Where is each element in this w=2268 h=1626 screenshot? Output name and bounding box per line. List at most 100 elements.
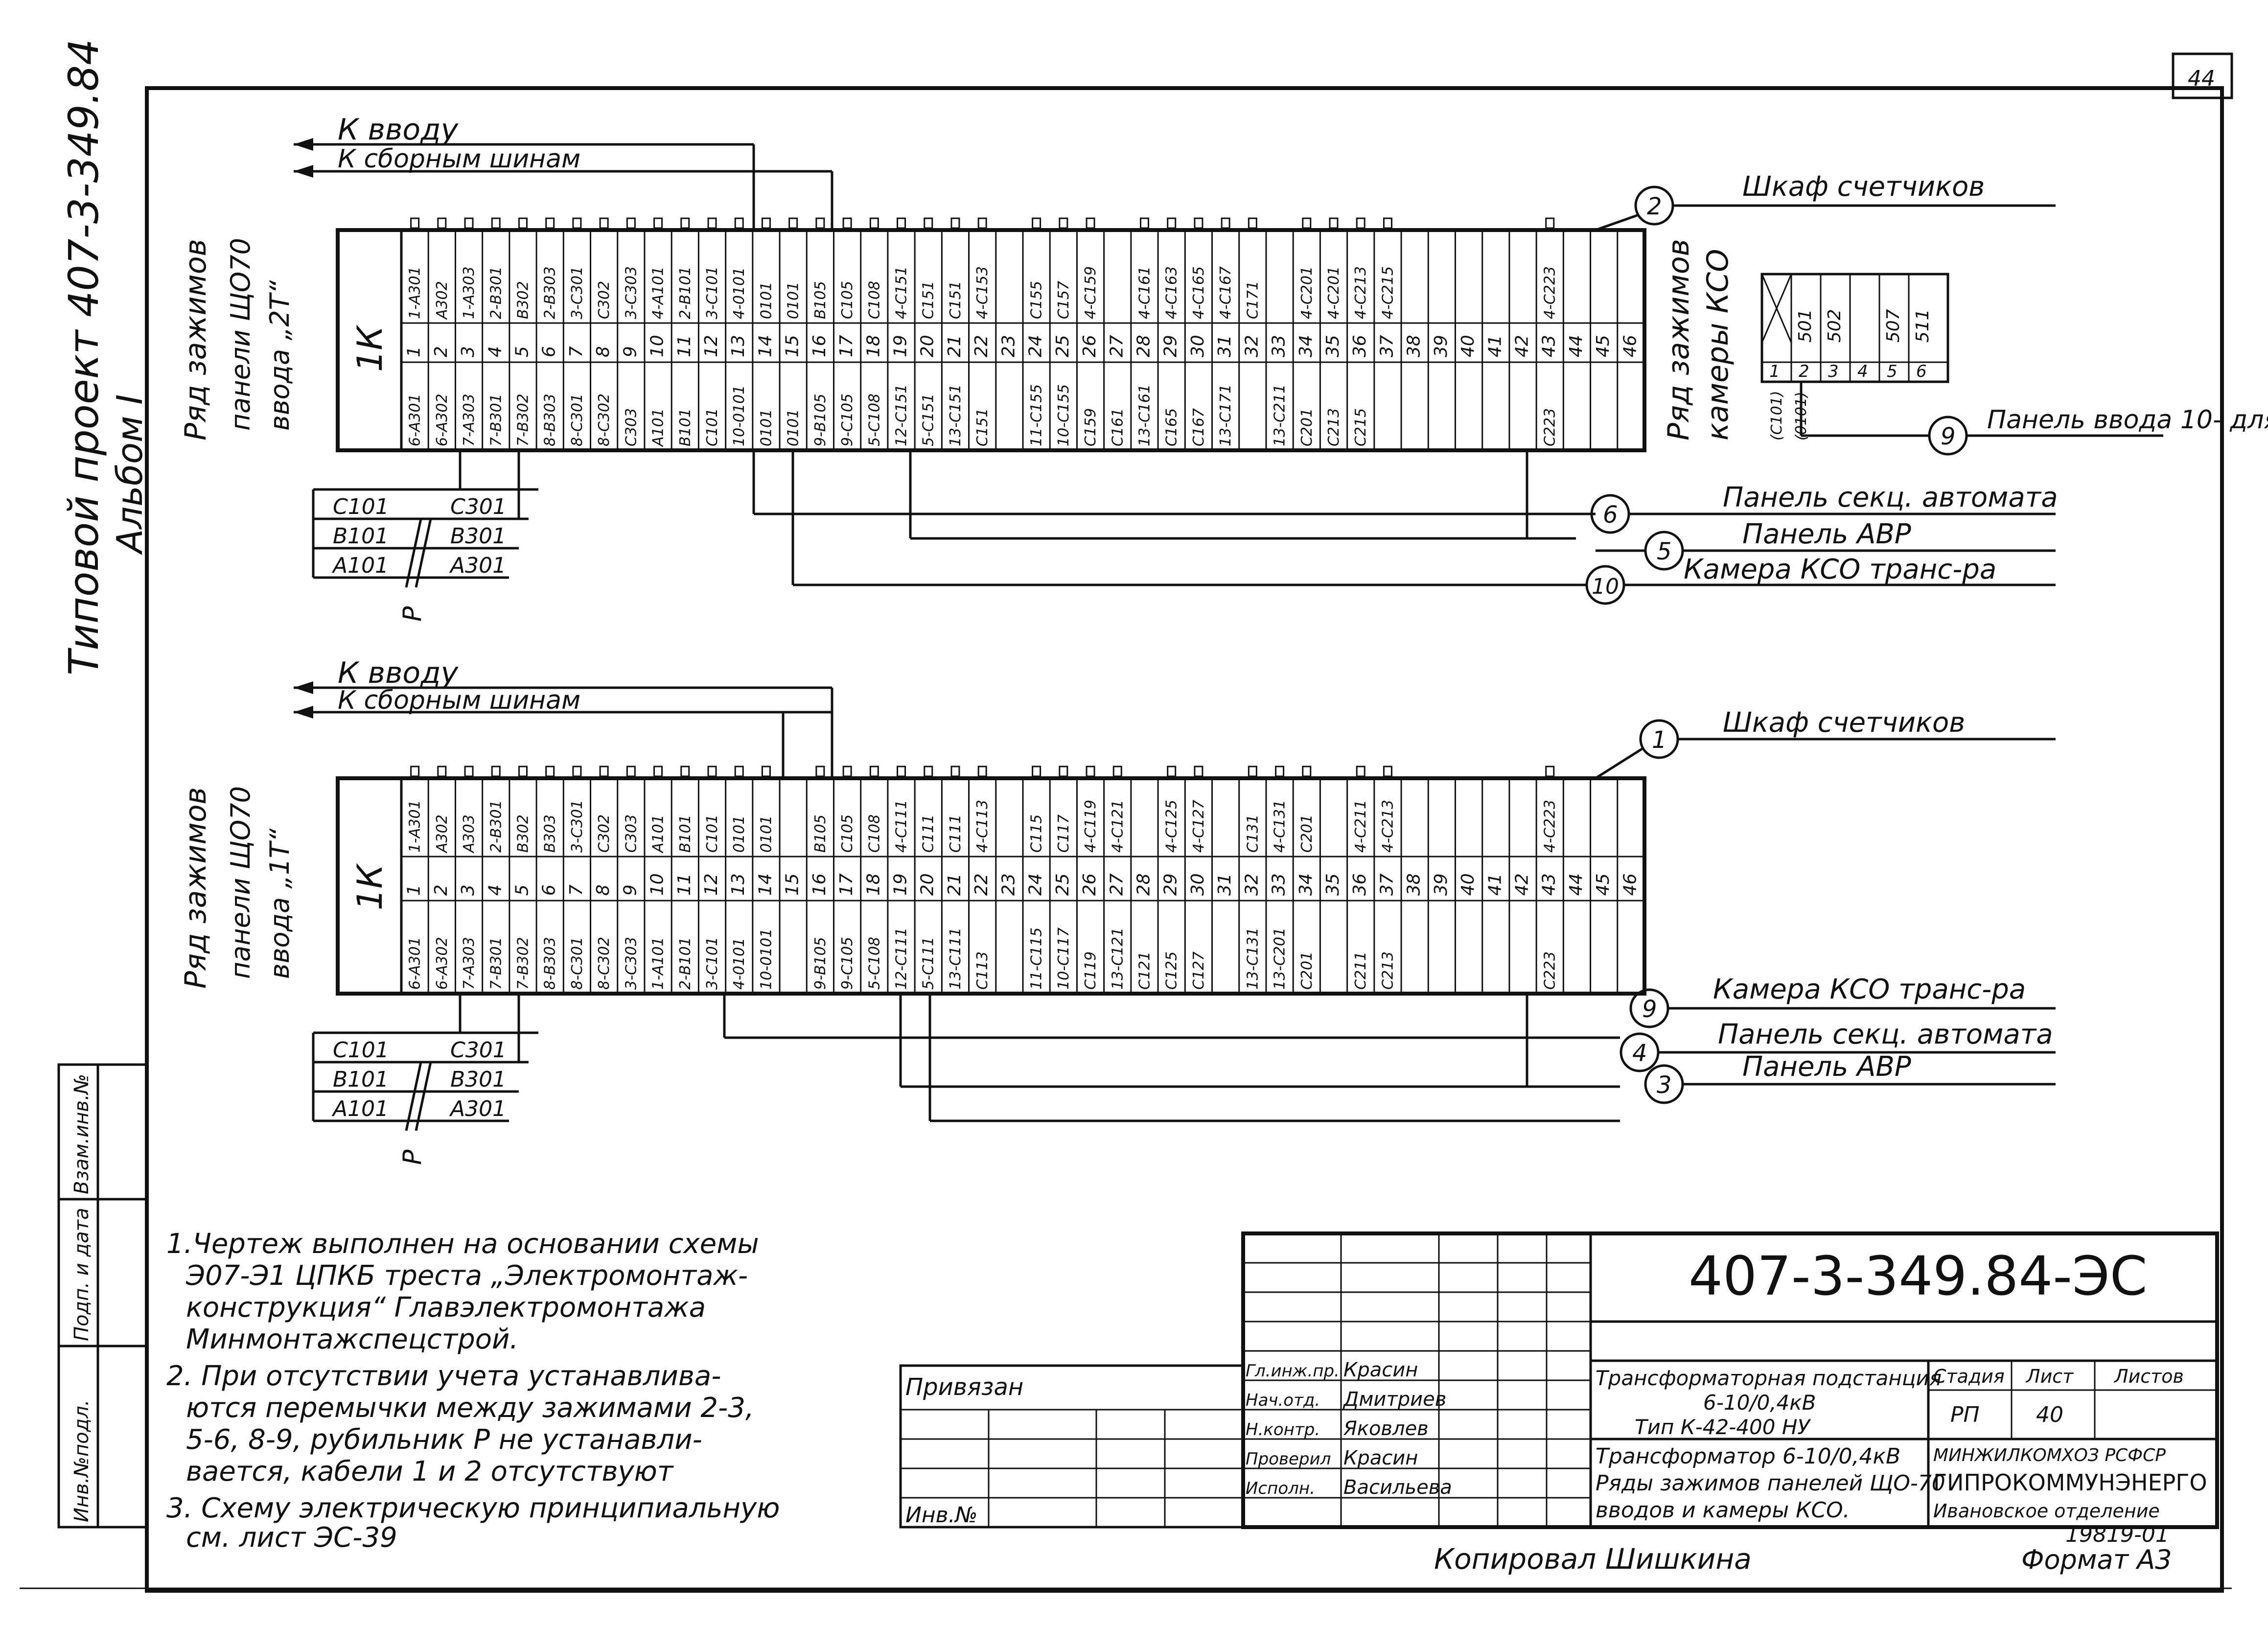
terminal-top-label: 4-С125 (1163, 800, 1180, 853)
strip-1t-sw-c101: С101 (333, 1038, 389, 1063)
strip-2t-switch: С101 В101 А101 С301 В301 А301 Р (312, 450, 538, 622)
terminal-top-label: 3-С101 (704, 266, 721, 319)
terminal-marker (897, 766, 906, 777)
terminal-marker (1383, 217, 1392, 229)
role-2: Нач.отд. (1246, 1391, 1320, 1410)
terminal-top-label: 0101 (785, 282, 802, 319)
terminal-marker (626, 217, 636, 229)
meter-bottom-1: (С101) (1768, 391, 1785, 441)
terminal-top-label: 0101 (758, 282, 775, 319)
terminal-number: 34 (1296, 335, 1316, 357)
terminal-marker (734, 766, 744, 777)
terminal-bottom-label: С223 (1542, 952, 1559, 990)
terminal-marker (1302, 217, 1312, 229)
terminal-number: 9 (620, 346, 640, 357)
strip-1t-conn-9-num: 9 (1642, 996, 1657, 1023)
terminal-number: 23 (998, 873, 1018, 896)
terminal-number: 41 (1485, 335, 1505, 357)
terminal-number: 6 (539, 346, 559, 357)
strip-1t-label-1: Ряд зажимов (179, 787, 213, 989)
strip-2t-conn-5-num: 5 (1657, 538, 1672, 565)
terminal-marker (869, 766, 879, 777)
object-title-2: 6-10/0,4кВ (1703, 1391, 1816, 1415)
terminal-bottom-label: 12-С111 (893, 928, 910, 990)
terminal-marker (1194, 766, 1203, 777)
terminal-number: 2 (431, 346, 451, 357)
copied-by: Копировал Шишкина (1434, 1542, 1752, 1576)
terminal-number: 39 (1431, 873, 1451, 896)
strip-2t-block-label: 1К (350, 324, 390, 372)
terminal-number: 28 (1134, 873, 1154, 896)
strip-2t-label-2: панели ЩО70 (225, 238, 256, 431)
terminal-marker (410, 766, 420, 777)
terminal-number: 15 (783, 873, 803, 896)
terminal-top-label: 4-С201 (1298, 266, 1316, 319)
terminal-marker (572, 217, 582, 229)
terminal-top-label: 3-С301 (569, 800, 586, 853)
terminal-top-label: С157 (1055, 281, 1072, 319)
terminal-number: 43 (1539, 873, 1559, 896)
strip-1t-sw-b101: В101 (333, 1067, 389, 1092)
terminal-number: 11 (674, 335, 694, 357)
terminal-top-label: 4-С127 (1190, 800, 1207, 853)
terminal-bottom-label: 8-В303 (542, 937, 559, 990)
terminal-marker (626, 766, 636, 777)
terminal-number: 30 (1188, 873, 1208, 896)
strip-2t-sw-a301: А301 (449, 553, 506, 578)
terminal-marker (815, 766, 825, 777)
strip-1t-switch: С101 В101 А101 С301 В301 А301 Р (312, 994, 538, 1165)
terminal-top-label: 4-С121 (1109, 800, 1126, 853)
terminal-top-label: 4-С161 (1136, 266, 1153, 319)
terminal-bottom-label: С215 (1352, 408, 1369, 446)
strip-2t-conn-10-num: 10 (1592, 574, 1619, 599)
terminal-number: 44 (1566, 335, 1586, 357)
terminal-top-label: 1-А301 (407, 800, 424, 853)
strip-2t-sw-c301: С301 (450, 494, 507, 519)
terminal-number: 14 (755, 335, 775, 357)
terminal-marker (1545, 217, 1555, 229)
terminal-bottom-label: 7-В302 (514, 394, 532, 446)
terminal-bottom-label: С161 (1109, 408, 1126, 446)
terminal-marker (897, 217, 906, 229)
terminal-bottom-label: С159 (1082, 408, 1099, 446)
strip-1t-cells: 1-А30116-А301А30226-А302А30337-А3032-В30… (400, 766, 1640, 994)
terminal-marker (1032, 217, 1041, 229)
terminal-marker (1329, 217, 1339, 229)
terminal-number: 29 (1161, 335, 1181, 357)
terminal-bottom-label: 13-С211 (1272, 384, 1289, 446)
terminal-number: 25 (1053, 873, 1073, 896)
terminal-bottom-label: 0101 (785, 409, 802, 446)
inv-label: Инв.№ (905, 1503, 977, 1528)
terminal-marker (491, 217, 501, 229)
terminal-number: 9 (620, 884, 640, 896)
terminal-bottom-label: 10-0101 (731, 385, 748, 446)
strip-1t-sw-p: Р (398, 1149, 427, 1165)
meter-502: 502 (1825, 309, 1845, 343)
role-3: Н.контр. (1246, 1420, 1320, 1440)
terminal-marker (815, 217, 825, 229)
terminal-number: 33 (1269, 873, 1289, 896)
strip-1t-sw-c301: С301 (450, 1038, 507, 1063)
strip-2t-sw-a101: А101 (331, 553, 389, 578)
terminal-bottom-label: 6-А301 (407, 937, 424, 990)
terminal-bottom-label: С201 (1298, 952, 1316, 990)
meter-conn-9-num: 9 (1941, 423, 1956, 450)
terminal-top-label: С101 (704, 814, 721, 853)
strip-2t-sw-p: Р (398, 606, 427, 622)
archive-no: 19819-01 (2065, 1522, 2169, 1547)
terminal-bottom-label: 13-С161 (1136, 384, 1153, 446)
terminal-marker (707, 217, 717, 229)
terminal-number: 22 (972, 873, 992, 896)
name-4: Красин (1343, 1447, 1418, 1469)
terminal-number: 13 (728, 335, 748, 357)
terminal-top-label: С303 (623, 814, 640, 853)
terminal-number: 12 (701, 335, 721, 357)
role-1: Гл.инж.пр. (1246, 1361, 1340, 1381)
terminal-marker (1356, 766, 1365, 777)
terminal-marker (653, 766, 663, 777)
note-line-3: конструкция“ Главэлектромонтажа (186, 1292, 706, 1324)
meter-cabinet: Ряд зажимов камеры КСО 1 2 3 4 5 6 501 5… (1662, 239, 2268, 456)
terminal-bottom-label: 7-В301 (487, 937, 505, 990)
terminal-number: 38 (1404, 335, 1424, 357)
